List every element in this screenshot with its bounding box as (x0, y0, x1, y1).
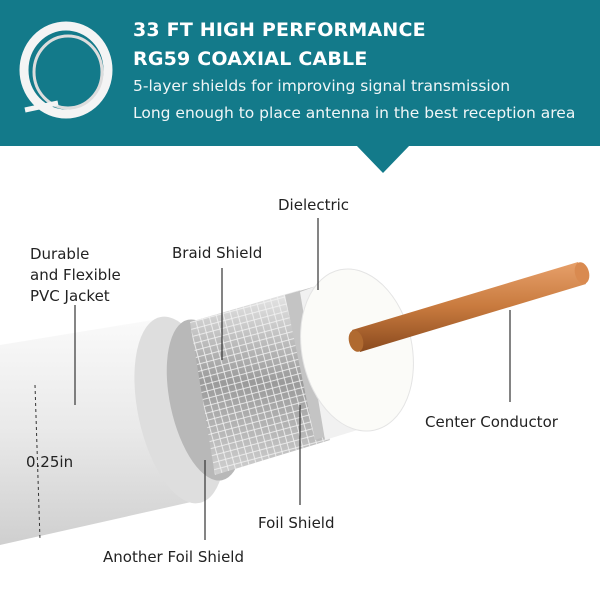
label-dielectric: Dielectric (278, 196, 350, 214)
label-jacket-line-2: and Flexible (30, 266, 121, 284)
label-jacket-line-3: PVC Jacket (30, 287, 110, 305)
label-center-conductor: Center Conductor (425, 413, 558, 431)
title-line-1: 33 FT HIGH PERFORMANCE (133, 19, 426, 41)
subtitle-line-2: Long enough to place antenna in the best… (133, 104, 576, 122)
label-diameter: 0.25in (26, 453, 74, 471)
label-foil-shield: Foil Shield (258, 514, 335, 532)
subtitle-line-1: 5-layer shields for improving signal tra… (133, 77, 511, 95)
coiled-cable-thumbnail (19, 21, 113, 119)
title-line-2: RG59 COAXIAL CABLE (133, 48, 368, 70)
label-jacket-line-1: Durable (30, 245, 90, 263)
label-braid-shield: Braid Shield (172, 244, 263, 262)
banner-pointer (356, 145, 410, 173)
label-jacket: Durable and Flexible PVC Jacket (30, 244, 121, 307)
header-banner (0, 0, 600, 146)
label-another-foil-shield: Another Foil Shield (103, 548, 244, 566)
